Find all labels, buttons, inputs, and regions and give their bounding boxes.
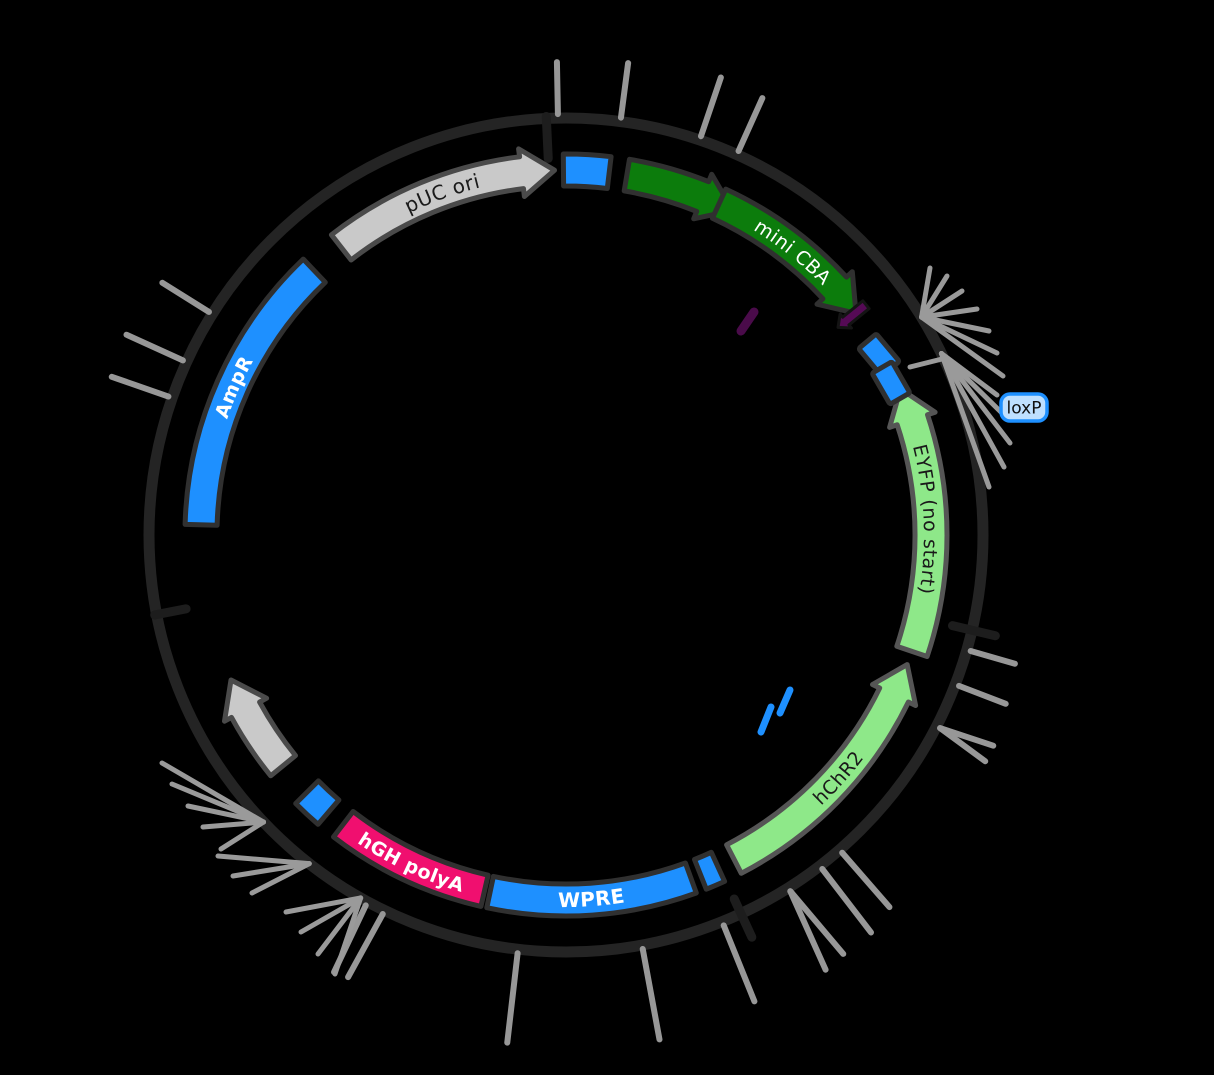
site-tick: [720, 922, 758, 1005]
purple-mini-arrow[interactable]: [832, 298, 871, 335]
site-tick: [697, 74, 724, 140]
loxp-site-2-box: [870, 359, 912, 407]
feature-blue-seg-top[interactable]: [560, 151, 614, 191]
loxp-callout-label: loxP: [1007, 399, 1042, 419]
site-leader-line: [938, 351, 1013, 446]
inner-mark: [757, 703, 775, 736]
site-leader-line: [169, 781, 267, 825]
site-leader-line: [283, 895, 364, 915]
inner-mark: [736, 307, 759, 336]
purple-mini-arrow-shape: [836, 299, 871, 330]
site-tick: [639, 945, 663, 1043]
feature-wpre[interactable]: [484, 860, 699, 919]
site-leader-line: [332, 895, 364, 977]
loxp-callout-box: [999, 392, 1049, 423]
feature-puc-ori[interactable]: [328, 146, 557, 263]
site-tick: [123, 331, 186, 364]
site-leader-line: [200, 819, 267, 830]
site-leader-line: [919, 314, 1006, 379]
feature-gray-arrow[interactable]: [222, 677, 298, 779]
site-tick-black: [729, 894, 757, 942]
site-leader-line: [919, 314, 992, 334]
site-tick: [967, 648, 1018, 667]
site-tick-black: [948, 621, 1000, 641]
site-tick: [937, 725, 997, 749]
feature-blue-seg-sw[interactable]: [293, 778, 342, 827]
site-leader-line: [919, 273, 950, 320]
feature-label-wpre: WPRE: [558, 883, 626, 912]
feature-hchr2[interactable]: [724, 662, 919, 876]
site-tick: [787, 888, 847, 957]
site-tick: [819, 866, 874, 936]
inner-mark: [776, 686, 794, 717]
site-leader-line: [215, 853, 312, 867]
site-tick: [735, 95, 766, 154]
site-tick: [159, 279, 212, 315]
site-leader-line: [315, 895, 364, 957]
site-leader-line: [249, 861, 312, 896]
site-tick: [787, 888, 829, 973]
site-leader-line: [938, 351, 992, 490]
site-leader-line: [298, 895, 364, 935]
site-leader-line: [938, 351, 1007, 470]
site-tick: [617, 60, 632, 121]
loxp-site-2[interactable]: [870, 359, 912, 407]
site-leader-line: [230, 861, 312, 879]
site-tick-black: [541, 111, 553, 163]
feature-ampr[interactable]: [182, 256, 328, 528]
site-tick: [504, 950, 521, 1046]
site-tick: [553, 59, 561, 118]
feature-hgh-polya[interactable]: [331, 809, 491, 909]
site-leader-line: [159, 760, 267, 825]
site-leader-line: [919, 288, 965, 320]
site-tick-black: [150, 604, 191, 620]
site-tick: [839, 849, 893, 911]
loxp-callout[interactable]: loxP: [999, 392, 1049, 423]
plasmid-backbone-ring: [143, 112, 989, 958]
site-leader-line: [218, 819, 267, 852]
site-leader-line: [185, 803, 267, 825]
feature-blue-seg-right[interactable]: [692, 849, 728, 892]
site-tick: [345, 911, 386, 981]
site-leader-line: [919, 306, 980, 320]
site-tick: [956, 682, 1009, 707]
site-leader-line: [907, 356, 945, 370]
site-tick: [108, 373, 172, 400]
site-leader-line: [919, 314, 1000, 356]
site-leader-line: [919, 265, 933, 320]
